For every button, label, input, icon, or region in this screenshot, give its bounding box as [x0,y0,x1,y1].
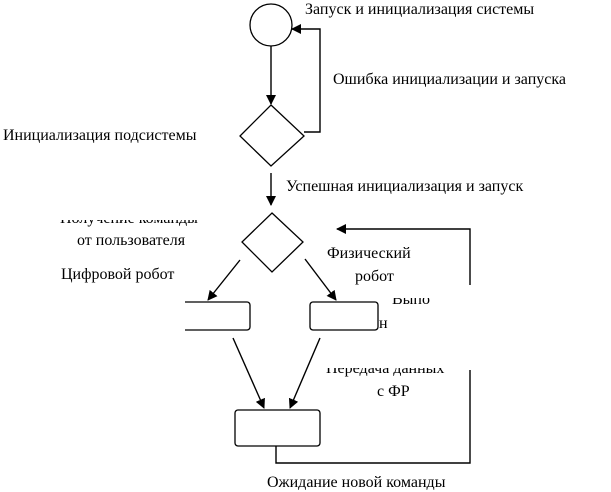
subsystem-label: Инициализация подсистемы [3,127,197,144]
arrow-to-physical [304,258,337,301]
digital-robot-label: Цифровой робот [61,266,174,283]
wait-label: Ожидание новой команды [267,474,446,491]
digital-robot-box [179,301,251,331]
command-label-line2: от пользователя [77,232,186,249]
physical-robot-label-line2: робот [355,268,394,285]
physical-robot-label-line1: Физический [327,245,411,262]
command-decision [241,212,304,273]
arrow-digital-to-wait [232,337,265,409]
success-label: Успешная инициализация и запуск [286,178,523,195]
error-loop-line [291,24,321,133]
wait-box [234,409,321,447]
arrow-physical-to-wait [288,337,321,409]
error-label: Ошибка инициализации и запуска [333,71,566,88]
start-node [249,3,293,47]
right-partial-text-2: н [379,315,388,332]
return-loop-line [275,224,471,464]
transfer-label-line2: с ФР [377,383,410,400]
physical-robot-box [309,301,379,331]
start-label: Запуск и инициализация системы [305,1,534,18]
subsystem-decision [239,104,305,167]
arrow-to-digital [207,259,241,301]
